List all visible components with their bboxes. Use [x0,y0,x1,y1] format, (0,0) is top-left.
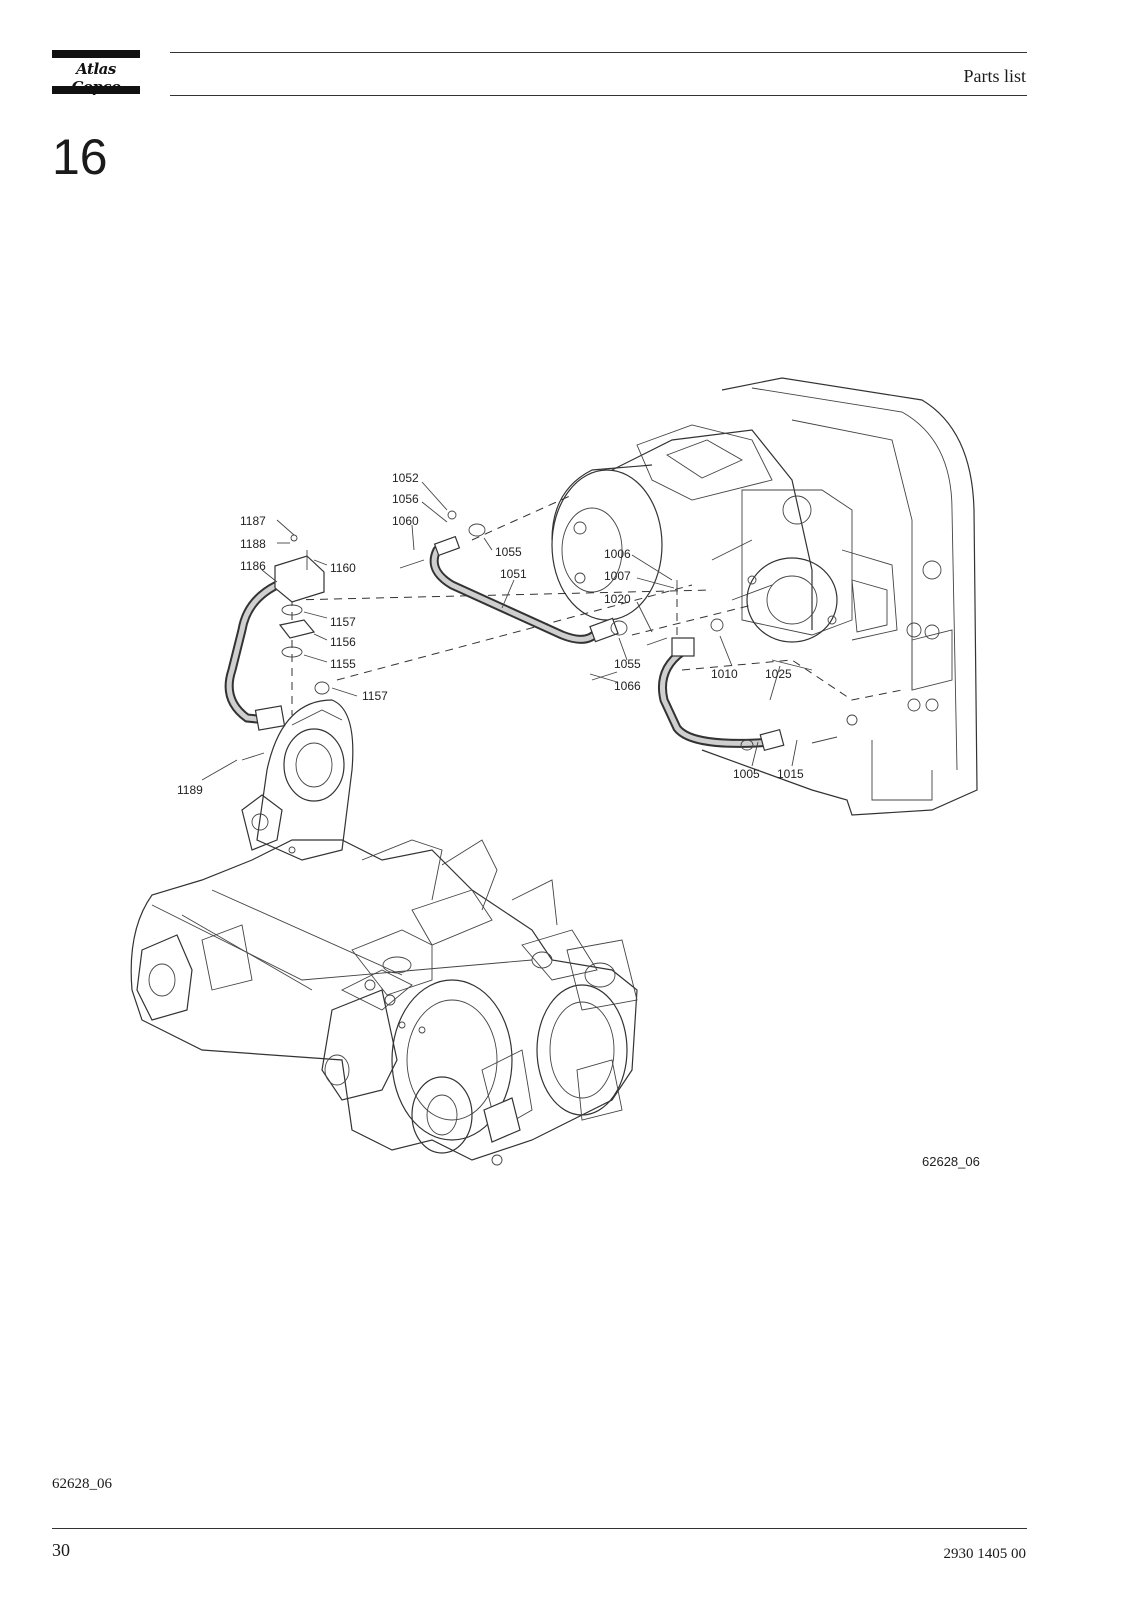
exploded-parts-diagram: 1052 1056 1060 1055 1051 1006 1007 1020 … [52,370,1027,1200]
callout-1051: 1051 [500,567,527,581]
page-number: 30 [52,1540,70,1560]
callout-1188: 1188 [240,537,266,551]
assembly-line-5 [681,659,903,701]
section-number: 16 [52,129,108,185]
small-parts [241,510,838,761]
callout-1066: 1066 [614,679,641,693]
footer-rule [52,1528,1027,1529]
callout-1157-lower: 1157 [362,689,388,703]
callout-1010: 1010 [711,667,738,681]
callout-1157-upper: 1157 [330,615,356,629]
assembly-line-1 [471,494,573,541]
callout-1056: 1056 [392,492,419,506]
logo-bar-top [52,50,140,58]
callout-1189: 1189 [177,783,203,797]
callout-1055-lower: 1055 [614,657,641,671]
atlas-copco-logo: Atlas Copco [52,50,140,96]
callout-1015: 1015 [777,767,804,781]
callout-1055-upper: 1055 [495,545,522,559]
assembly-line-2 [291,589,713,601]
upright-bracket [241,699,354,861]
hose-1005 [658,637,785,752]
compressor-housing [551,377,978,816]
callout-1025: 1025 [765,667,792,681]
callout-1156: 1156 [330,635,356,649]
callout-1020: 1020 [604,592,631,606]
callout-1007: 1007 [604,569,631,583]
callout-labels: 1052 1056 1060 1055 1051 1006 1007 1020 … [177,471,804,797]
callout-1052: 1052 [392,471,419,485]
figure-id: 62628_06 [922,1154,980,1169]
callout-1187: 1187 [240,514,266,528]
leader-lines [201,481,798,781]
footer-figure-reference: 62628_06 [52,1476,112,1492]
callout-1005: 1005 [733,767,760,781]
header-rule-bottom [170,95,1027,96]
callout-1060: 1060 [392,514,419,528]
assembly-line-3 [336,584,693,681]
lower-frame-assembly [130,839,638,1166]
hose-1186 [224,555,325,731]
logo-bar-bottom [52,86,140,94]
callout-1006: 1006 [604,547,631,561]
document-number: 2930 1405 00 [943,1546,1027,1562]
callout-1160: 1160 [330,561,356,575]
hose-1051 [429,535,619,644]
page-header-title: Parts list [963,66,1026,86]
assembly-line-4 [631,604,753,636]
callout-1155: 1155 [330,657,356,671]
diagram-drawing: 1052 1056 1060 1055 1051 1006 1007 1020 … [130,377,978,1166]
header-rule-top [170,52,1027,53]
callout-1186: 1186 [240,559,266,573]
